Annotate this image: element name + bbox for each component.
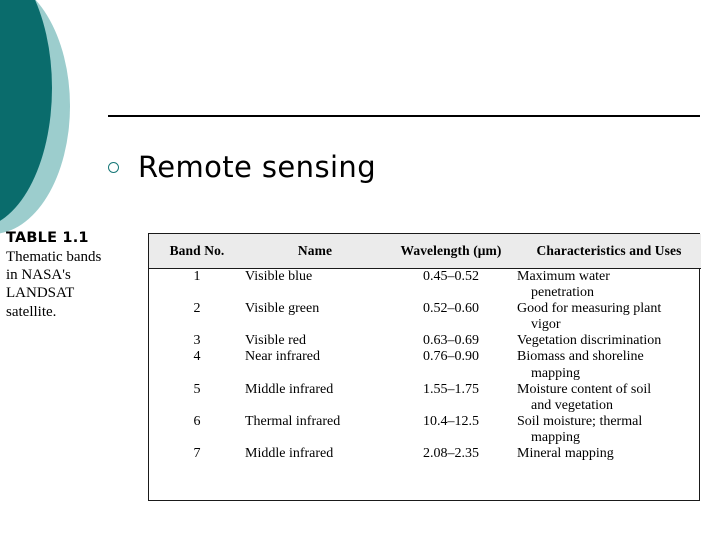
table-caption-label: TABLE 1.1 xyxy=(6,230,89,246)
page-title: Remote sensing xyxy=(138,149,376,184)
cell-characteristics-line-2: penetration xyxy=(531,285,594,301)
cell-characteristics-line-2: and vegetation xyxy=(531,397,614,413)
table-row: 6 Thermal infrared 10.4–12.5 Soil moistu… xyxy=(149,414,701,446)
cell-characteristics-line-1: Maximum water xyxy=(517,269,610,284)
cell-wavelength: 2.08–2.35 xyxy=(423,446,479,462)
table-row: 3 Visible red 0.63–0.69 Vegetation discr… xyxy=(149,333,701,349)
column-header-band-no: Band No. xyxy=(149,234,245,269)
cell-characteristics-line-2: vigor xyxy=(531,317,561,333)
table-header-row: Band No. Name Wavelength (μm) Characteri… xyxy=(149,234,701,269)
column-header-name: Name xyxy=(245,234,385,269)
cell-wavelength: 0.52–0.60 xyxy=(423,301,479,317)
table-caption-line-4: satellite. xyxy=(6,303,57,320)
column-header-wavelength: Wavelength (μm) xyxy=(385,234,517,269)
cell-name: Middle infrared xyxy=(245,381,334,397)
cell-wavelength: 0.45–0.52 xyxy=(423,269,479,284)
cell-characteristics-line-2: mapping xyxy=(531,429,580,445)
table-caption-block: TABLE 1.1 Thematic bands in NASA's LANDS… xyxy=(6,230,138,321)
cell-name: Middle infrared xyxy=(245,446,334,462)
cell-band-no: 3 xyxy=(193,333,201,349)
cell-characteristics-line-1: Vegetation discrimination xyxy=(517,333,662,349)
cell-band-no: 2 xyxy=(193,301,201,317)
cell-characteristics-line-1: Biomass and shoreline xyxy=(517,349,644,365)
table-row: 1 Visible blue 0.45–0.52 Maximum water p… xyxy=(149,269,701,302)
cell-name: Visible red xyxy=(245,333,306,349)
cell-name: Thermal infrared xyxy=(245,413,341,429)
cell-characteristics-line-1: Soil moisture; thermal xyxy=(517,413,643,429)
cell-characteristics: Vegetation discrimination xyxy=(517,333,701,349)
cell-characteristics: Moisture content of soil and vegetation xyxy=(517,382,701,414)
slide-title-row: Remote sensing xyxy=(108,142,708,192)
title-divider-rule xyxy=(108,115,700,117)
cell-wavelength: 0.76–0.90 xyxy=(423,349,479,365)
cell-band-no: 5 xyxy=(193,381,201,397)
cell-characteristics-line-1: Mineral mapping xyxy=(517,446,614,462)
cell-name: Visible green xyxy=(245,301,320,317)
table-row: 5 Middle infrared 1.55–1.75 Moisture con… xyxy=(149,382,701,414)
cell-characteristics: Biomass and shoreline mapping xyxy=(517,349,701,381)
cell-band-no: 4 xyxy=(193,349,201,365)
table-caption-line-1: Thematic bands xyxy=(6,248,102,265)
thematic-bands-table: Band No. Name Wavelength (μm) Characteri… xyxy=(148,233,701,501)
cell-wavelength: 10.4–12.5 xyxy=(423,413,479,429)
cell-characteristics: Soil moisture; thermal mapping xyxy=(517,414,701,446)
cell-characteristics: Mineral mapping xyxy=(517,446,701,462)
table-row: 4 Near infrared 0.76–0.90 Biomass and sh… xyxy=(149,349,701,381)
cell-characteristics: Good for measuring plant vigor xyxy=(517,301,701,333)
cell-characteristics-line-1: Good for measuring plant xyxy=(517,301,662,317)
cell-band-no: 7 xyxy=(193,446,201,462)
cell-characteristics-line-2: mapping xyxy=(531,365,580,381)
cell-characteristics: Maximum water penetration xyxy=(517,269,701,302)
cell-name: Visible blue xyxy=(245,269,313,284)
cell-band-no: 1 xyxy=(193,269,201,284)
cell-wavelength: 1.55–1.75 xyxy=(423,381,479,397)
cell-characteristics-line-1: Moisture content of soil xyxy=(517,381,652,397)
cell-name: Near infrared xyxy=(245,349,321,365)
cell-wavelength: 0.63–0.69 xyxy=(423,333,479,349)
table-caption-line-2: in NASA's xyxy=(6,266,71,283)
hollow-circle-bullet-icon xyxy=(108,161,119,173)
table-row: 2 Visible green 0.52–0.60 Good for measu… xyxy=(149,301,701,333)
column-header-characteristics: Characteristics and Uses xyxy=(517,234,701,269)
cell-band-no: 6 xyxy=(193,413,201,429)
table-row: 7 Middle infrared 2.08–2.35 Mineral mapp… xyxy=(149,446,701,462)
table-caption-line-3: LANDSAT xyxy=(6,285,75,302)
